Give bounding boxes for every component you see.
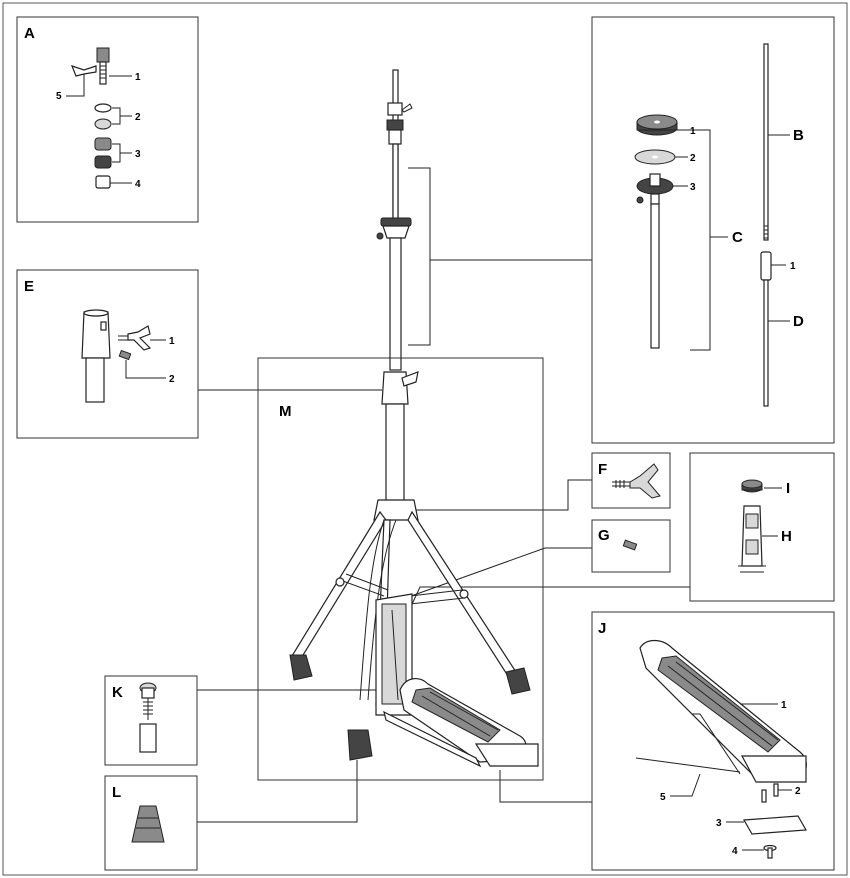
panel-j-part-4: 4 <box>732 846 738 857</box>
panel-j-part-1: 1 <box>781 700 787 711</box>
panel-a-part-3: 3 <box>135 149 141 160</box>
panel-a-part-5: 5 <box>56 91 62 102</box>
panel-l-letter: L <box>112 784 121 801</box>
panel-cbd: 1 2 3 C B 1 D <box>591 16 835 444</box>
panel-b-letter: B <box>793 127 804 144</box>
panel-l: L <box>104 775 198 871</box>
panel-hi: I H <box>689 452 835 602</box>
panel-c-part-3: 3 <box>690 182 696 193</box>
panel-d-letter: D <box>793 313 804 330</box>
panel-e-part-1: 1 <box>169 336 175 347</box>
panel-h-letter: H <box>781 528 792 545</box>
panel-c-letter: C <box>732 229 743 246</box>
panel-m: M <box>257 357 544 781</box>
panel-a-part-1: 1 <box>135 72 141 83</box>
panel-j: J 1 2 3 4 5 <box>591 611 835 871</box>
panel-f-letter: F <box>598 461 607 478</box>
panel-d-part-1: 1 <box>790 261 796 272</box>
panel-j-part-2: 2 <box>795 786 801 797</box>
panel-j-letter: J <box>598 620 606 637</box>
panel-e-letter: E <box>24 278 34 295</box>
panel-j-part-3: 3 <box>716 818 722 829</box>
panel-k-letter: K <box>112 684 123 701</box>
panel-c-part-1: 1 <box>690 126 696 137</box>
panel-g: G <box>591 519 671 573</box>
panel-c-part-2: 2 <box>690 153 696 164</box>
panel-a-part-4: 4 <box>135 179 141 190</box>
panel-m-letter: M <box>279 403 292 420</box>
panel-a-part-2: 2 <box>135 112 141 123</box>
panel-k: K <box>104 675 198 766</box>
panel-i-letter: I <box>786 480 790 497</box>
panel-e: E 1 2 <box>16 269 199 439</box>
panel-j-part-5: 5 <box>660 792 666 803</box>
panel-e-part-2: 2 <box>169 374 175 385</box>
panel-a-letter: A <box>24 25 35 42</box>
panel-a: A 1 2 3 4 5 <box>16 16 199 223</box>
panel-g-letter: G <box>598 527 610 544</box>
panel-f: F <box>591 452 671 509</box>
hihat-stand-illustration <box>289 69 539 768</box>
